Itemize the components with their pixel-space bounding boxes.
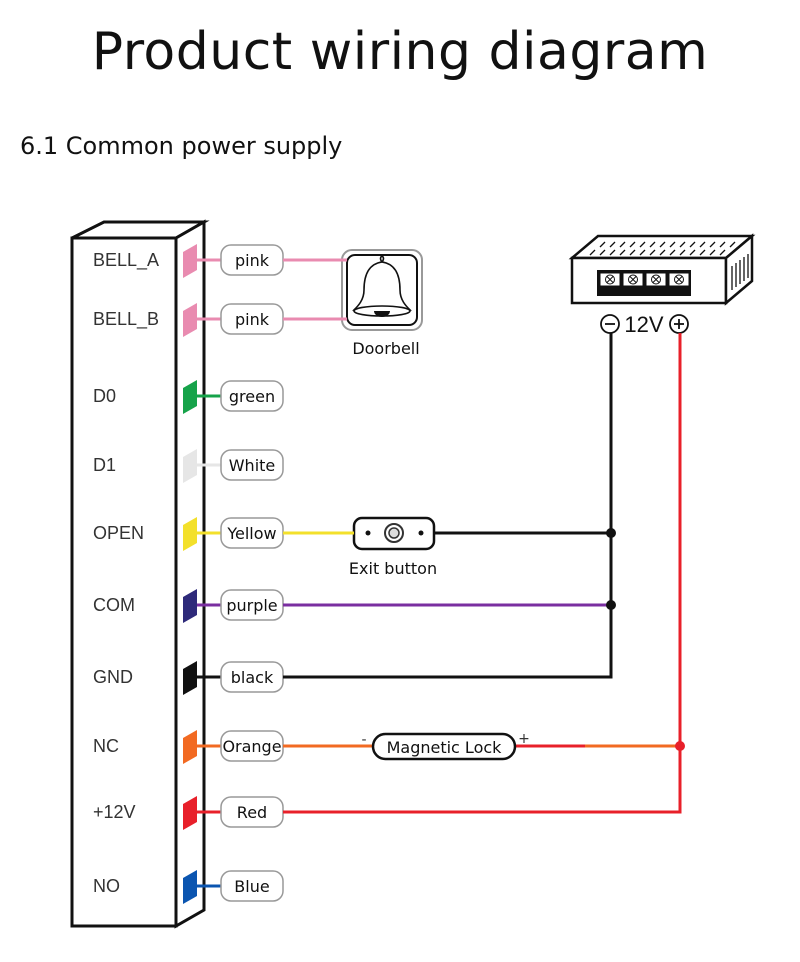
- junction-dot: [606, 600, 616, 610]
- pin-row: D0 green: [93, 380, 284, 414]
- wire-gnd-psu-minus: [283, 333, 613, 679]
- minus-terminal-icon: [600, 314, 620, 334]
- pin-row: OPEN Yellow: [93, 517, 284, 551]
- psu-top-face: [568, 234, 756, 260]
- page-title: Product wiring diagram: [91, 22, 709, 82]
- pin-row: COM purple: [93, 589, 284, 623]
- lock-minus-sign: -: [361, 732, 366, 748]
- wire-color-label: pink: [235, 310, 270, 329]
- magnetic-lock-label: Magnetic Lock: [387, 738, 503, 757]
- wire-color-tag: [220, 380, 284, 412]
- power-supply: 12V: [568, 233, 756, 337]
- pin-connector: [183, 517, 197, 551]
- pin-connector: [183, 870, 197, 904]
- pin-label: NO: [93, 876, 120, 896]
- wire-color-label: pink: [235, 251, 270, 270]
- psu-terminals: [599, 272, 690, 287]
- wire-color-tag: [220, 870, 284, 902]
- pin-label: GND: [93, 667, 133, 687]
- pin-row: D1 White: [93, 449, 284, 483]
- magnetic-lock: Magnetic Lock - +: [361, 731, 530, 761]
- pin-connector: [183, 661, 197, 695]
- wire-color-label: Red: [237, 803, 267, 822]
- wire-color-tag: [220, 449, 284, 481]
- plus-terminal-icon: [669, 314, 689, 334]
- pin-label: D1: [93, 455, 116, 475]
- magnetic-lock-body: [371, 732, 517, 761]
- controller-front-face: [70, 236, 178, 928]
- psu-voltage-label: 12V: [624, 312, 663, 337]
- pin-row: BELL_A pink: [93, 244, 284, 278]
- pin-connector: [183, 449, 197, 483]
- wire-12v-psu-plus: [283, 333, 682, 814]
- section-subtitle: 6.1 Common power supply: [20, 132, 343, 160]
- pin-connector: [183, 730, 197, 764]
- pin-label: NC: [93, 736, 119, 756]
- wire-color-label: White: [229, 456, 276, 475]
- exit-button-screw-right: [418, 530, 424, 536]
- wire-color-label: Blue: [234, 877, 269, 896]
- wire-color-label: Orange: [222, 737, 281, 756]
- bell-icon: [352, 255, 412, 317]
- pin-connector: [183, 303, 197, 337]
- exit-button-label: Exit button: [349, 559, 437, 578]
- pin-label: BELL_B: [93, 309, 159, 330]
- pin-label: D0: [93, 386, 116, 406]
- pin-connector: [183, 244, 197, 278]
- pin-connector: [183, 589, 197, 623]
- doorbell-label: Doorbell: [352, 339, 419, 358]
- pin-row: BELL_B pink: [93, 303, 284, 337]
- pin-row: GND black: [93, 661, 284, 695]
- wires-layer: [283, 258, 685, 814]
- lock-plus-sign: +: [518, 731, 530, 747]
- pin-label: +12V: [93, 802, 136, 822]
- junction-dot: [606, 528, 616, 538]
- pin-connector: [183, 796, 197, 830]
- pin-label: OPEN: [93, 523, 144, 543]
- exit-button-screw-left: [365, 530, 371, 536]
- pin-row: NO Blue: [93, 870, 284, 904]
- pin-connector: [183, 380, 197, 414]
- junction-dot: [675, 741, 685, 751]
- wire-color-label: green: [229, 387, 275, 406]
- wire-color-label: purple: [226, 596, 277, 615]
- doorbell: Doorbell: [341, 249, 423, 358]
- pin-label: COM: [93, 595, 135, 615]
- psu-vents: [589, 241, 736, 256]
- wire-color-label: Yellow: [226, 524, 276, 543]
- pin-label: BELL_A: [93, 250, 159, 271]
- pin-row: +12V Red: [93, 796, 284, 830]
- wire-color-label: black: [231, 668, 274, 687]
- exit-button: Exit button: [349, 516, 437, 578]
- pin-row: NC Orange: [93, 730, 284, 764]
